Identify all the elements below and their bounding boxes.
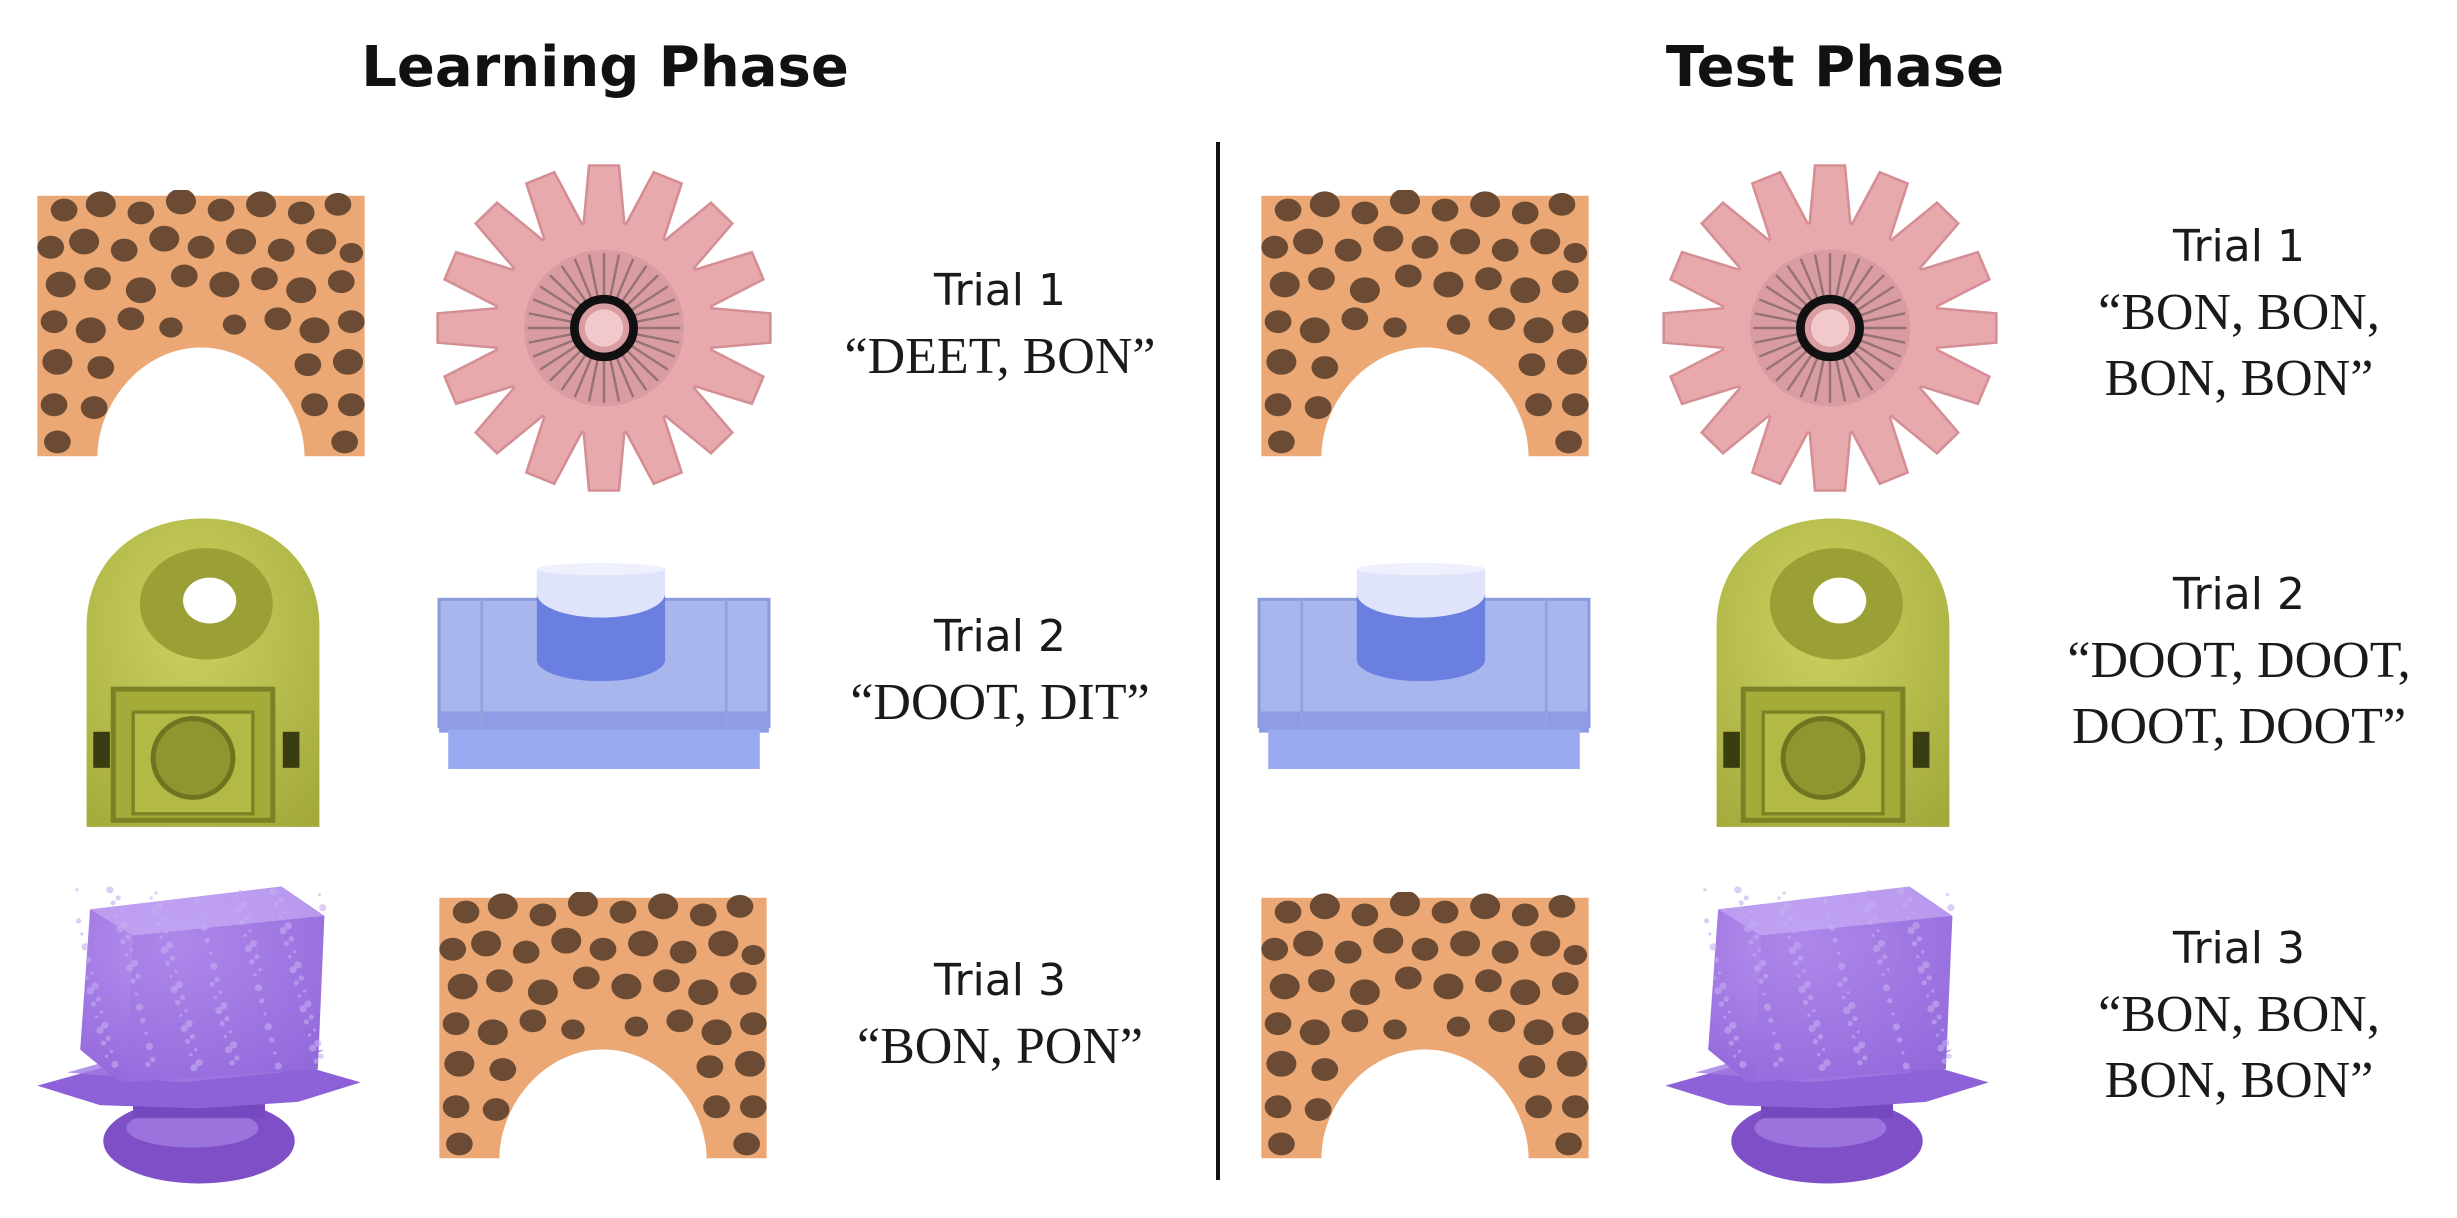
trial-words: “DOOT, DOOT, DOOT, DOOT”	[2067, 632, 2411, 755]
arch-object	[439, 892, 767, 1159]
learning-trial-1-object-2	[430, 158, 778, 498]
learning-trial-2-object-2	[436, 560, 772, 772]
spiky-flower-object	[1662, 164, 1998, 492]
trial-words: “BON, BON, BON, BON”	[2098, 986, 2380, 1109]
learning-trial-3-text: Trial 3 “BON, PON”	[820, 952, 1180, 1080]
trial-words: “BON, PON”	[857, 1018, 1143, 1075]
trial-words: “DOOT, DIT”	[850, 674, 1150, 731]
test-trial-1-text: Trial 1 “BON, BON, BON, BON”	[2044, 218, 2434, 412]
test-trial-3-object-2	[1662, 880, 1992, 1190]
test-trial-2-object-1	[1256, 560, 1592, 772]
trial-label: Trial 2	[2173, 569, 2305, 620]
learning-trial-2-text: Trial 2 “DOOT, DIT”	[820, 608, 1180, 736]
test-trial-1-object-1	[1258, 190, 1592, 462]
arch-object	[1261, 190, 1589, 457]
test-trial-1-object-2	[1656, 158, 2004, 498]
test-trial-3-text: Trial 3 “BON, BON, BON, BON”	[2044, 920, 2434, 1114]
arch-object	[1261, 892, 1589, 1159]
learning-trial-1-text: Trial 1 “DEET, BON”	[820, 262, 1180, 390]
trial-label: Trial 3	[2173, 923, 2305, 974]
blue-block-object	[437, 563, 771, 769]
trial-label: Trial 3	[934, 955, 1066, 1006]
learning-phase-heading: Learning Phase	[361, 35, 849, 100]
green-latch-object	[1716, 518, 1950, 827]
arch-object	[37, 190, 365, 457]
trial-words: “DEET, BON”	[844, 328, 1156, 385]
trial-words: “BON, BON, BON, BON”	[2098, 284, 2380, 407]
learning-trial-2-object-1	[70, 512, 336, 840]
trial-label: Trial 2	[934, 611, 1066, 662]
test-phase-heading: Test Phase	[1665, 35, 2005, 100]
test-trial-2-text: Trial 2 “DOOT, DOOT, DOOT, DOOT”	[2044, 566, 2434, 760]
blue-block-object	[1257, 563, 1591, 769]
purple-sponge-object	[1665, 886, 1989, 1184]
green-latch-object	[86, 518, 320, 827]
learning-trial-1-object-1	[34, 190, 368, 462]
trial-label: Trial 1	[2173, 221, 2305, 272]
learning-trial-3-object-1	[34, 880, 364, 1190]
purple-sponge-object	[37, 886, 361, 1184]
trial-label: Trial 1	[934, 265, 1066, 316]
test-trial-3-object-1	[1258, 892, 1592, 1164]
spiky-flower-object	[436, 164, 772, 492]
test-trial-2-object-2	[1700, 512, 1966, 840]
phase-divider	[1216, 142, 1220, 1180]
learning-trial-3-object-2	[436, 892, 770, 1164]
